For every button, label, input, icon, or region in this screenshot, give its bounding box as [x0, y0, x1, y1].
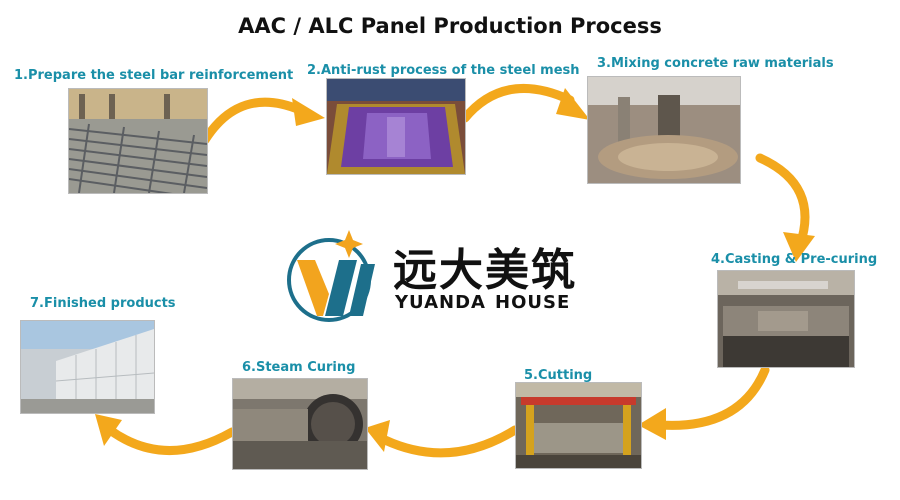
arrow-1-to-2	[200, 97, 305, 145]
photo-concrete-mixing	[587, 76, 741, 184]
page-title: AAC / ALC Panel Production Process	[238, 14, 662, 38]
photo-steel-bars	[68, 88, 208, 194]
logo-english-right: HOUSE	[495, 292, 571, 313]
arrow-4-to-5	[655, 365, 770, 430]
arrow-3-to-4	[755, 153, 810, 250]
arrowhead-5	[638, 408, 666, 440]
logo-emblem-icon	[287, 230, 375, 322]
step-6-label: 6.Steam Curing	[242, 360, 356, 375]
step-7-label: 7.Finished products	[30, 296, 176, 311]
arrow-2-to-3	[460, 84, 575, 123]
photo-steam-curing	[232, 378, 368, 470]
arrowhead-2	[292, 98, 325, 126]
arrow-5-to-6	[380, 425, 520, 458]
company-logo: 远大美筑 YUANDA HOUSE	[283, 224, 575, 324]
arrowhead-4	[783, 232, 815, 262]
arrowhead-6	[365, 420, 390, 452]
photo-casting-precuring	[717, 270, 855, 368]
arrow-6-to-7	[105, 425, 237, 455]
step-2-label: 2.Anti-rust process of the steel mesh	[307, 63, 580, 78]
step-1-label: 1.Prepare the steel bar reinforcement	[14, 68, 294, 83]
step-4-label: 4.Casting & Pre-curing	[711, 252, 878, 267]
logo-chinese-text: 远大美筑	[393, 245, 577, 296]
step-3-label: 3.Mixing concrete raw materials	[597, 56, 834, 71]
arrowhead-3	[556, 88, 590, 120]
step-5-label: 5.Cutting	[524, 368, 593, 383]
photo-finished-products	[20, 320, 155, 414]
arrowhead-7	[95, 414, 122, 446]
logo-english-left: YUANDA	[395, 292, 486, 313]
photo-cutting	[515, 382, 642, 469]
photo-anti-rust-tank	[326, 78, 466, 175]
